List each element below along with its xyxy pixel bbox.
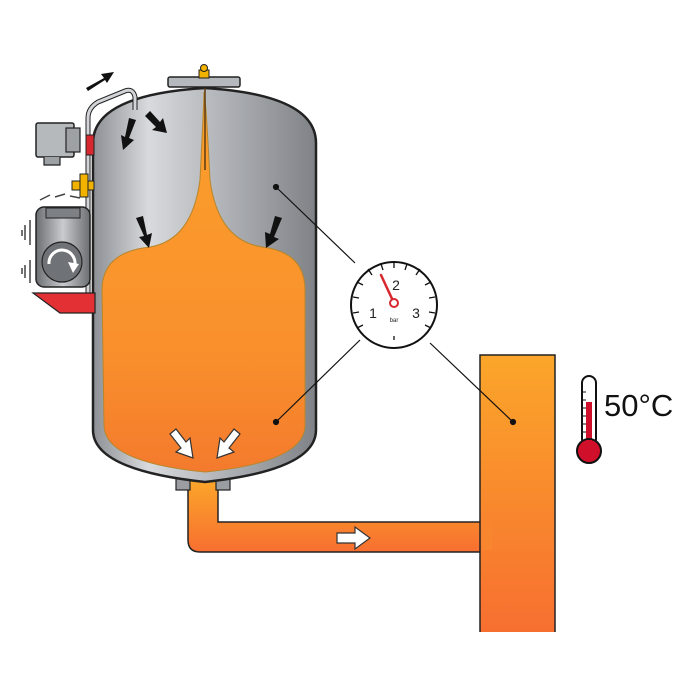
- thermometer-icon: [576, 375, 602, 464]
- arrow-in-right-icon: [216, 428, 241, 459]
- temperature-label: 50°C: [604, 388, 673, 423]
- gauge-unit: bar: [390, 318, 399, 324]
- arrow-out-icon: [86, 72, 114, 91]
- leader-lines: [272, 183, 517, 426]
- arrow-down-right-icon: [145, 111, 167, 133]
- water-chamber: [101, 91, 306, 473]
- arrow-down-icon: [121, 118, 136, 150]
- flow-arrow: [336, 525, 372, 551]
- air-arrows: [86, 72, 282, 248]
- pressure-vessel: [91, 86, 318, 484]
- gauge-label-1: 1: [369, 305, 377, 321]
- air-line: [85, 87, 138, 295]
- inflow-arrows: [169, 428, 241, 459]
- mounting-plate: [31, 292, 96, 314]
- rotation-icon: [47, 248, 77, 269]
- gauge-label-2: 2: [392, 277, 400, 293]
- arrow-in-left-icon: [169, 428, 194, 459]
- arrow-down-icon: [265, 216, 282, 248]
- yellow-valve: [71, 173, 95, 198]
- pressure-gauge: 1 2 3 bar: [350, 261, 438, 349]
- outlet-pipe: [187, 479, 491, 553]
- gauge-label-3: 3: [412, 305, 420, 321]
- gauge-ticks: [352, 262, 436, 340]
- riser-pipe: [479, 354, 556, 632]
- pressure-switch: [35, 122, 81, 166]
- vessel-top-cap: [167, 64, 241, 88]
- red-fitting: [85, 134, 95, 156]
- arrow-down-icon: [136, 216, 152, 248]
- gauge-needle: [379, 273, 396, 305]
- compressor: [21, 193, 91, 288]
